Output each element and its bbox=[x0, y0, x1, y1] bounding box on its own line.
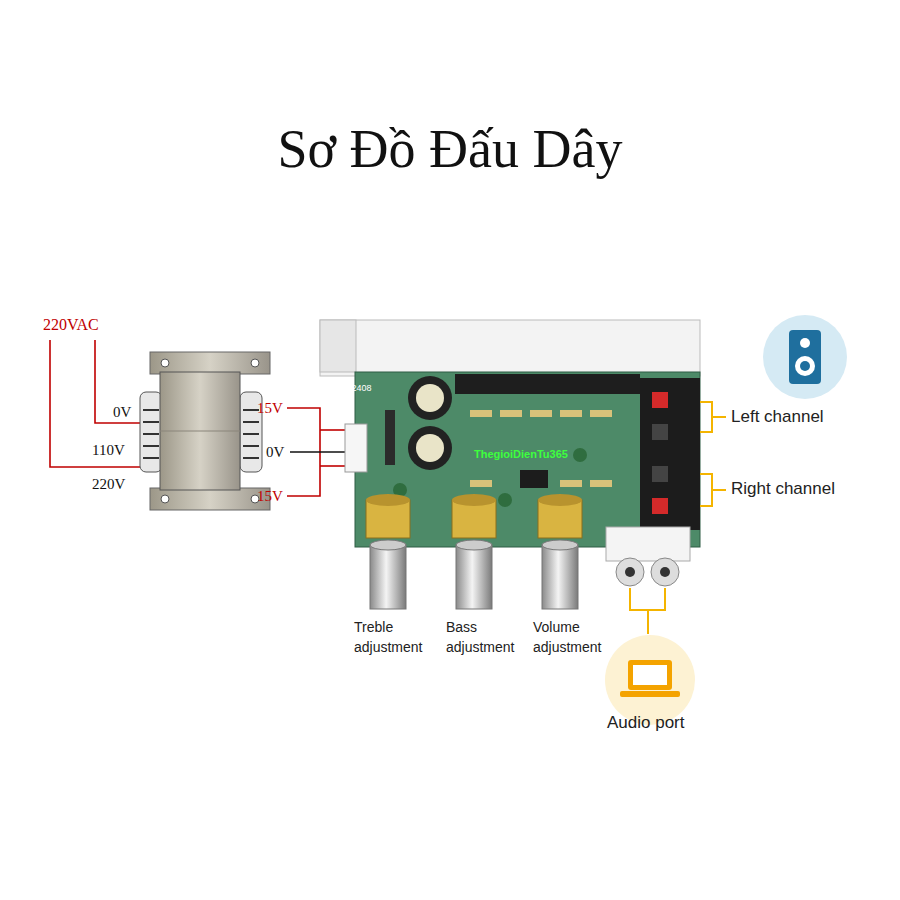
potentiometer-knob bbox=[366, 494, 582, 609]
label-box: Volume adjustment bbox=[533, 617, 623, 657]
channel-label: Right channel bbox=[731, 479, 835, 499]
tap-label: 220V bbox=[92, 476, 125, 493]
amplifier-board bbox=[320, 320, 700, 586]
label-box: PM2408 bbox=[338, 377, 372, 395]
label-box: Audio port bbox=[607, 713, 685, 733]
supply-label: 0V bbox=[266, 444, 284, 461]
transformer bbox=[140, 352, 270, 510]
control-label: Treble adjustment bbox=[354, 617, 444, 657]
tap-label: 0V bbox=[113, 404, 131, 421]
mains-label: 220VAC bbox=[43, 316, 99, 334]
label-box: Right channel bbox=[731, 479, 835, 499]
label-box: Treble adjustment bbox=[354, 617, 444, 657]
label-box: Left channel bbox=[731, 407, 824, 427]
label-box: 220V bbox=[92, 475, 125, 493]
control-label: Volume adjustment bbox=[533, 617, 623, 657]
channel-label: Left channel bbox=[731, 407, 824, 427]
board-marking: PM2408 bbox=[338, 383, 372, 393]
title: Sơ Đồ Đấu Dây bbox=[277, 119, 622, 179]
label-box: 220VAC bbox=[43, 316, 99, 334]
label-box: 0V bbox=[266, 443, 284, 461]
laptop-icon bbox=[605, 635, 695, 725]
label-box: 15V bbox=[257, 399, 283, 417]
port-label: Audio port bbox=[607, 713, 685, 733]
label-box: 15V bbox=[257, 487, 283, 505]
tap-label: 110V bbox=[92, 442, 125, 459]
supply-label: 15V bbox=[257, 488, 283, 505]
speaker-icon bbox=[763, 315, 847, 399]
label-box: Bass adjustment bbox=[446, 617, 534, 657]
secondary-wire bbox=[287, 408, 347, 496]
control-label: Bass adjustment bbox=[446, 617, 534, 657]
label-box: 110V bbox=[92, 441, 125, 459]
mains-wire bbox=[50, 340, 140, 467]
bracket bbox=[630, 402, 726, 634]
label-box: 0V bbox=[113, 403, 131, 421]
label-box: ThegioiDienTu365 bbox=[474, 444, 568, 462]
supply-label: 15V bbox=[257, 400, 283, 417]
title-box: Sơ Đồ Đấu Dây bbox=[0, 118, 900, 180]
watermark: ThegioiDienTu365 bbox=[474, 448, 568, 461]
